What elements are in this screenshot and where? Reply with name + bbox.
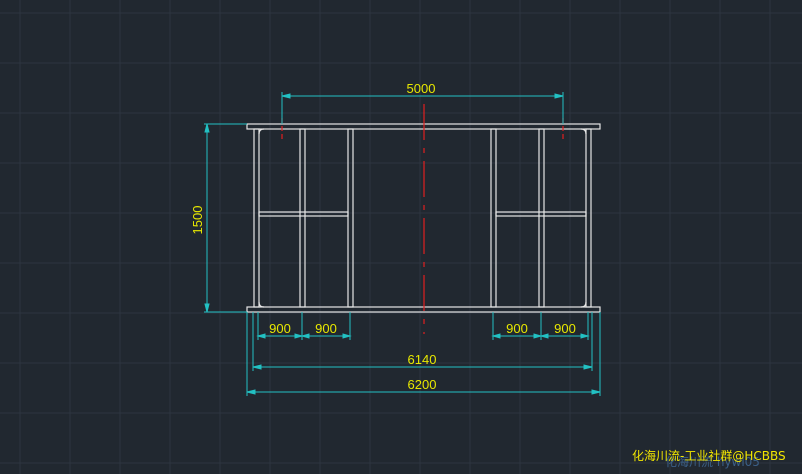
label-overall-width: 6200 [408, 377, 437, 392]
post-3 [347, 128, 354, 308]
label-bay-right-2: 900 [554, 321, 576, 336]
watermark-ghost-text: 化海川流 hywl05 [665, 454, 760, 469]
dim-inner-width[interactable] [252, 312, 593, 371]
dim-height[interactable] [204, 123, 247, 313]
corner-brace-top-right [580, 128, 587, 135]
corner-brace-bottom-right [580, 301, 587, 308]
dimensions[interactable] [204, 92, 601, 396]
post-5 [538, 128, 545, 308]
dimension-labels: 5000 1500 900 900 900 900 6140 6200 [190, 81, 576, 392]
label-height: 1500 [190, 206, 205, 235]
label-bay-left-2: 900 [315, 321, 337, 336]
post-6 [585, 128, 592, 308]
corner-brace-top-left [258, 128, 265, 135]
post-2 [299, 128, 306, 308]
corner-brace-bottom-left [258, 301, 265, 308]
centerlines [281, 104, 564, 334]
dim-top-span[interactable] [281, 92, 564, 124]
watermark: 化海川流 hywl05 化海川流-工业社群@HCBBS [632, 448, 786, 469]
dim-bays[interactable] [256, 312, 590, 340]
label-bay-left-1: 900 [269, 321, 291, 336]
dim-overall-width[interactable] [246, 312, 601, 396]
label-top-span: 5000 [407, 81, 436, 96]
mid-rail-right [495, 211, 587, 217]
post-4 [490, 128, 497, 308]
label-bay-right-1: 900 [506, 321, 528, 336]
label-inner-width: 6140 [408, 352, 437, 367]
watermark-text: 化海川流-工业社群@HCBBS [632, 448, 786, 463]
post-1 [253, 128, 260, 308]
mid-rail-left [258, 211, 349, 217]
